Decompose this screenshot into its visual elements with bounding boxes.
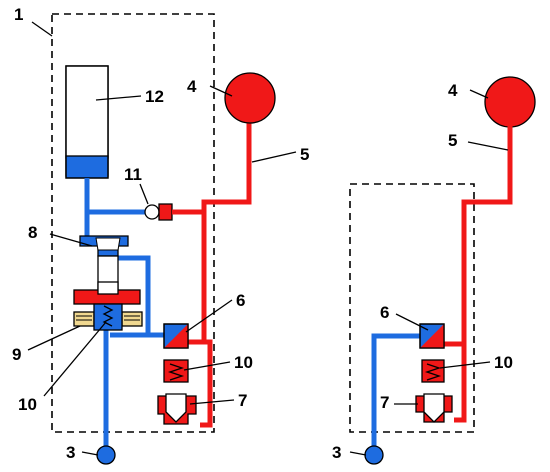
housing-boundary-right	[349, 183, 475, 433]
label-r6: 6	[380, 303, 389, 322]
leader-10-right	[183, 361, 231, 371]
pipe-check-to-reservoir	[172, 112, 252, 215]
right-diagram: 4 5 6 10 7 3	[332, 76, 536, 465]
leader-10-left	[43, 321, 107, 397]
leader-4	[209, 85, 233, 97]
label-7: 7	[238, 391, 247, 410]
label-1: 1	[14, 5, 23, 24]
pipe-red-right-loop	[444, 341, 467, 423]
leader-r6	[395, 313, 429, 331]
housing-boundary-left	[51, 13, 215, 433]
pipe-red-right	[461, 126, 513, 344]
leader-r5	[467, 141, 509, 151]
label-8: 8	[28, 223, 37, 242]
spring-icon-2	[167, 363, 185, 381]
leader-3	[81, 451, 99, 456]
accumulator-gas-chamber	[65, 65, 109, 159]
label-10: 10	[18, 395, 37, 414]
reservoir-right	[484, 76, 536, 128]
label-r4: 4	[448, 81, 458, 100]
accumulator-fluid-chamber	[65, 155, 109, 179]
left-diagram: 1 12 4 5 11 8 6 9 10 10 7 3	[12, 5, 309, 465]
pipe-blue-right	[371, 333, 420, 452]
check-valve-seat	[158, 203, 173, 221]
coil-left	[73, 311, 95, 327]
solenoid-block	[73, 281, 143, 331]
label-r5: 5	[448, 131, 457, 150]
outlet-left	[96, 445, 116, 465]
leader-6	[185, 299, 233, 333]
coil-right	[121, 311, 143, 327]
leader-r4	[469, 89, 489, 99]
outlet-right	[364, 445, 384, 465]
label-11: 11	[124, 165, 142, 184]
label-r3: 3	[332, 443, 341, 462]
piston-assembly-right	[415, 359, 453, 423]
leader-7	[189, 399, 235, 405]
spring-icon-3	[424, 363, 442, 381]
leader-8	[49, 233, 93, 247]
check-valve-ball	[144, 204, 160, 220]
leader-5	[251, 151, 297, 163]
pipe-valve-return	[110, 255, 151, 338]
label-r7: 7	[380, 393, 389, 412]
leader-9	[27, 325, 81, 351]
valve-6-right	[419, 323, 445, 349]
label-5: 5	[300, 145, 309, 164]
leader-11	[139, 183, 149, 205]
label-9: 9	[12, 345, 21, 364]
label-3: 3	[66, 443, 75, 462]
label-12: 12	[145, 87, 164, 106]
pipe-red-loop	[182, 339, 213, 428]
label-r10: 10	[494, 353, 513, 372]
leader-r3	[349, 451, 367, 456]
leader-r10	[439, 361, 491, 369]
piston-assembly-left	[157, 359, 197, 425]
leader-1	[31, 21, 53, 37]
reservoir-left	[224, 72, 276, 124]
leader-12	[95, 95, 142, 101]
label-10b: 10	[234, 353, 253, 372]
label-6: 6	[236, 291, 245, 310]
valve-6-left	[163, 323, 189, 349]
label-4: 4	[187, 77, 197, 96]
